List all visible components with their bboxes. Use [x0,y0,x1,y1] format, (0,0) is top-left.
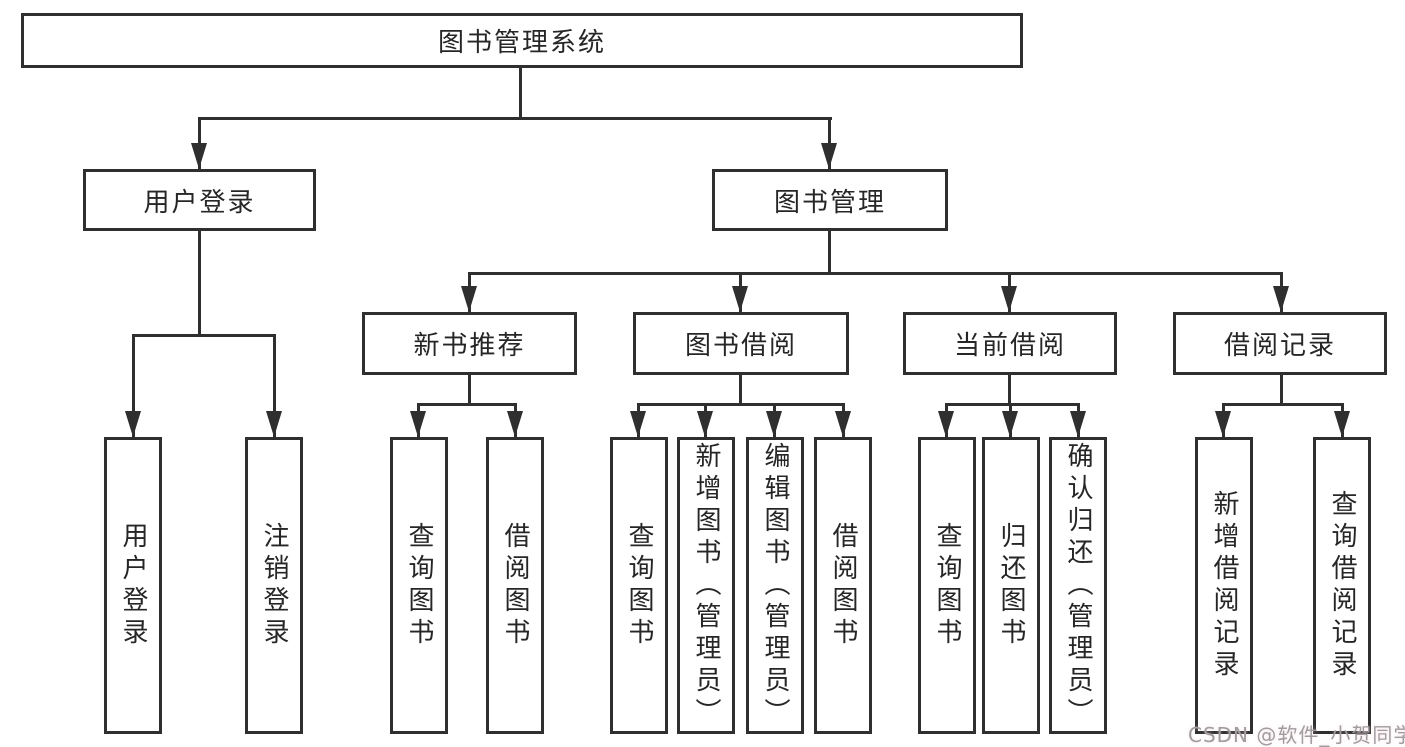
leaf-edit-book-admin: 编辑图书（管理员） [746,437,804,734]
connector-line [637,403,845,406]
connector-line [132,334,276,337]
connector-line [519,66,522,120]
leaf-user-login: 用户登录 [104,437,162,734]
connector-line [417,403,517,406]
leaf-add-book-admin-label: 新增图书（管理员） [691,441,721,730]
arrow-down-icon [1001,286,1017,312]
leaf-confirm-return-admin-label: 确认归还（管理员） [1063,441,1093,730]
node-book-borrow: 图书借阅 [633,312,849,375]
node-user-login-label: 用户登录 [143,187,256,218]
leaf-borrow-books-2-label: 借阅图书 [828,521,858,650]
arrow-down-icon [125,411,141,437]
leaf-return-books-label: 归还图书 [996,521,1026,650]
leaf-query-books-3: 查询图书 [918,437,976,734]
arrow-down-icon [1273,286,1289,312]
arrow-down-icon [266,411,282,437]
leaf-query-borrow-record-label: 查询借阅记录 [1327,489,1357,682]
leaf-borrow-books-2: 借阅图书 [814,437,872,734]
arrow-down-icon [1215,411,1231,437]
connector-line [828,229,831,275]
leaf-user-login-label: 用户登录 [118,521,148,650]
leaf-query-books-2: 查询图书 [610,437,668,734]
leaf-return-books: 归还图书 [982,437,1040,734]
node-borrow-records-label: 借阅记录 [1223,331,1336,361]
connector-line [1008,373,1011,406]
arrow-down-icon [732,286,748,312]
leaf-borrow-books-1-label: 借阅图书 [500,521,530,650]
connector-line [468,272,1283,275]
leaf-query-borrow-record: 查询借阅记录 [1313,437,1371,734]
arrow-down-icon [461,286,477,312]
node-current-borrow: 当前借阅 [903,312,1117,375]
node-book-management: 图书管理 [712,169,948,231]
leaf-confirm-return-admin: 确认归还（管理员） [1049,437,1107,734]
arrow-down-icon [630,411,646,437]
node-current-borrow-label: 当前借阅 [953,331,1066,361]
arrow-down-icon [1334,411,1350,437]
node-new-book-recommend-label: 新书推荐 [413,331,526,361]
leaf-logout-label: 注销登录 [259,521,289,650]
leaf-query-books-2-label: 查询图书 [624,521,654,650]
connector-line [945,403,1080,406]
arrow-down-icon [835,411,851,437]
arrow-down-icon [1002,411,1018,437]
leaf-add-borrow-record-label: 新增借阅记录 [1209,489,1239,682]
node-root-label: 图书管理系统 [437,28,606,58]
connector-line [198,229,201,337]
arrow-down-icon [938,411,954,437]
arrow-down-icon [191,143,207,169]
connector-line [273,334,276,437]
node-new-book-recommend: 新书推荐 [362,312,577,375]
connector-line [198,117,832,120]
leaf-query-books-3-label: 查询图书 [932,521,962,650]
connector-line [739,373,742,406]
arrow-down-icon [1070,411,1086,437]
node-root: 图书管理系统 [21,13,1023,68]
watermark: CSDN @软件_小贺同学 [1188,723,1405,747]
leaf-add-book-admin: 新增图书（管理员） [677,437,735,734]
node-borrow-records: 借阅记录 [1173,312,1387,375]
connector-line [468,373,471,406]
arrow-down-icon [766,411,782,437]
connector-line [1280,373,1283,406]
connector-line [132,334,135,437]
arrow-down-icon [821,143,837,169]
connector-line [1222,403,1344,406]
leaf-edit-book-admin-label: 编辑图书（管理员） [760,441,790,730]
arrow-down-icon [410,411,426,437]
arrow-down-icon [507,411,523,437]
leaf-logout: 注销登录 [245,437,303,734]
leaf-borrow-books-1: 借阅图书 [486,437,544,734]
leaf-query-books-1: 查询图书 [390,437,448,734]
node-book-management-label: 图书管理 [773,187,886,218]
leaf-add-borrow-record: 新增借阅记录 [1195,437,1253,734]
node-book-borrow-label: 图书借阅 [684,331,797,361]
node-user-login: 用户登录 [83,169,316,231]
arrow-down-icon [697,411,713,437]
leaf-query-books-1-label: 查询图书 [404,521,434,650]
